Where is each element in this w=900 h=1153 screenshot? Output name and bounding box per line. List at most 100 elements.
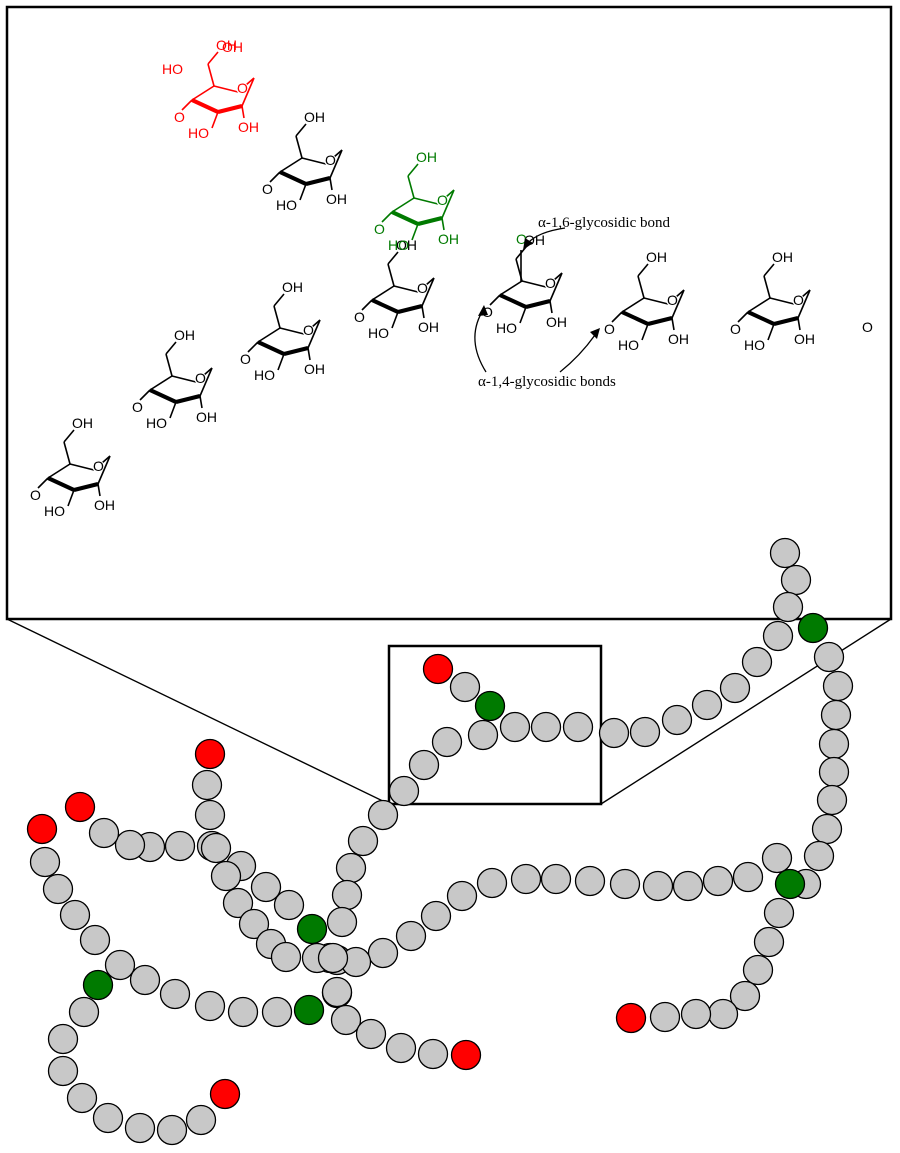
ring-bond-bold: [647, 316, 673, 326]
hydroxyl-label: HO: [276, 197, 297, 213]
ring-bond-bold: [305, 176, 331, 186]
alpha14-arrowhead-right: [590, 328, 600, 339]
hydroxyl-label: OH: [772, 249, 793, 265]
ring-bond: [69, 463, 95, 471]
ring-bond-bold: [279, 170, 307, 186]
glucose-bead: [780, 564, 812, 596]
hydroxyl-label: OH: [396, 237, 417, 253]
ch2oh-bond: [207, 63, 215, 87]
glucose-bead: [762, 620, 794, 652]
hydroxyl-label: OH: [794, 331, 815, 347]
glucose-bead: [355, 1018, 387, 1050]
oh-bond: [199, 395, 203, 409]
ring-bond: [421, 277, 435, 307]
hydroxyl-label: OH: [222, 39, 243, 55]
oh-bond: [549, 300, 553, 314]
ch2oh-bond: [207, 51, 219, 65]
glucose-bead: [811, 813, 843, 845]
glucose-bead: [629, 716, 661, 748]
ch2oh-bond: [165, 353, 173, 377]
hydroxyl-label: HO: [188, 125, 209, 141]
glucose-bead: [273, 889, 305, 921]
glycosidic-oxygen-label: O: [374, 221, 385, 237]
ring-bond: [329, 149, 343, 179]
ring-bond-bold: [175, 394, 201, 404]
ring-bond-bold: [397, 304, 423, 314]
glucose-bead: [408, 749, 440, 781]
ch2oh-bond: [295, 123, 307, 137]
ring-bond: [747, 297, 771, 313]
glucose-bead: [499, 711, 531, 743]
glucose-bead: [227, 996, 259, 1028]
glucose-bead: [772, 591, 804, 623]
ch2oh-bond: [637, 263, 649, 277]
ch2oh-bond: [63, 429, 75, 443]
ring-bond: [391, 197, 415, 213]
glucose-bead: [820, 699, 852, 731]
glucose-bead: [385, 1032, 417, 1064]
hydroxyl-label: HO: [388, 237, 409, 253]
ring-oxygen-label: O: [237, 80, 248, 96]
ring-bond: [241, 77, 255, 107]
glucose-bead: [270, 941, 302, 973]
glucose-bead: [29, 846, 61, 878]
hydroxyl-label: OH: [418, 319, 439, 335]
glycosidic-bond: [139, 389, 151, 401]
ch2oh-bond: [387, 263, 395, 287]
ring-oxygen-label: O: [325, 152, 336, 168]
oh-bond: [299, 183, 307, 201]
ring-bond: [171, 375, 197, 383]
glucose-bead: [417, 1038, 449, 1070]
glucose-bead: [719, 672, 751, 704]
glucose-bead: [124, 1112, 156, 1144]
reducing-end-bead: [26, 813, 58, 845]
oh-bond: [411, 223, 419, 241]
terminal-oxygen-label: O: [862, 319, 873, 335]
ring-oxygen-label: O: [667, 292, 678, 308]
glycosidic-oxygen-label: O: [354, 309, 365, 325]
oh-bond: [67, 489, 75, 507]
glycosidic-oxygen-label: O: [730, 321, 741, 337]
glucose-bead: [769, 537, 801, 569]
oh-bond: [767, 323, 775, 341]
glucose-bead: [88, 817, 120, 849]
oh-bond: [277, 353, 285, 371]
glucose-bead: [642, 870, 674, 902]
ch2oh-bond: [273, 293, 285, 307]
ring-oxygen-label: O: [93, 458, 104, 474]
glucose-bead: [395, 920, 427, 952]
zoom-guide-left: [6, 618, 390, 805]
glycosidic-bond: [381, 211, 393, 223]
glucose-bead: [609, 868, 641, 900]
ring-oxygen-label: O: [437, 192, 448, 208]
glucose-bead: [742, 954, 774, 986]
zoom-inset-frame: [5, 5, 893, 621]
glucose-bead: [510, 863, 542, 895]
glycosidic-bond: [489, 294, 501, 306]
glucose-bead: [598, 717, 630, 749]
glucose-bead: [816, 784, 848, 816]
hydroxyl-label: OH: [438, 231, 459, 247]
ring-bond: [371, 285, 395, 301]
reducing-end-bead: [64, 791, 96, 823]
ring-bond-bold: [525, 299, 551, 309]
branch-point-bead: [82, 969, 114, 1001]
ring-bond-bold: [499, 293, 527, 309]
ring-bond: [279, 157, 303, 173]
ring-bond-bold: [747, 310, 775, 326]
glucose-bead: [156, 1114, 188, 1146]
reducing-end-bead: [450, 1039, 482, 1071]
glucose-bead: [66, 1082, 98, 1114]
ring-bond-bold: [73, 482, 99, 492]
glucose-bead: [732, 861, 764, 893]
hydroxyl-label: HO: [254, 367, 275, 383]
ring-bond: [769, 297, 795, 305]
glucose-bead: [250, 871, 282, 903]
ch2oh-bond: [295, 135, 303, 159]
ring-bond-bold: [257, 340, 285, 356]
glucose-bead: [367, 937, 399, 969]
glucose-bead: [185, 1104, 217, 1136]
